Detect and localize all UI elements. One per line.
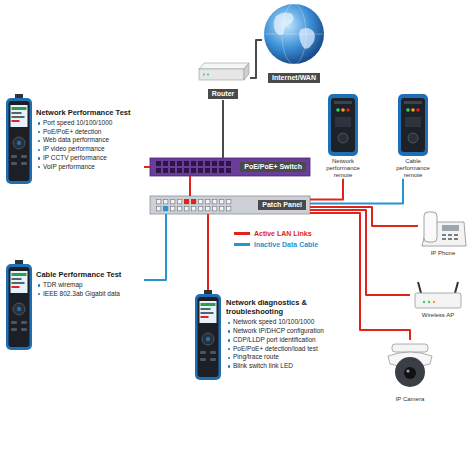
- remote-device: [328, 94, 358, 156]
- illustration-part: [448, 238, 452, 240]
- legend-text: Active LAN Links: [254, 230, 312, 237]
- panel-heading: Network diagnostics & troubleshooting: [226, 298, 352, 317]
- node-label: PoE/PoE+ Switch: [240, 162, 306, 172]
- cable-link: [144, 214, 166, 280]
- illustration-part: [455, 282, 458, 293]
- device-caption: IP Phone: [418, 250, 468, 257]
- illustration-part: [433, 301, 435, 303]
- cable-link: [310, 179, 403, 204]
- illustration-part: [448, 234, 452, 236]
- legend-box: Active LAN LinksInactive Data Cable: [232, 230, 320, 252]
- feature-item: CDP/LLDP port identification: [226, 336, 352, 345]
- illustration-part: [415, 293, 461, 308]
- patch-panel: Patch Panel: [150, 196, 310, 214]
- patch-plug: [191, 199, 196, 204]
- illustration-part: [395, 357, 425, 387]
- switch-ports: [156, 161, 233, 175]
- feature-item: Network IP/DHCP configuration: [226, 327, 352, 336]
- legend-swatch: [234, 243, 250, 246]
- switch-rack: [150, 158, 310, 176]
- illustration-part: [442, 225, 459, 231]
- patch-plug: [184, 199, 189, 204]
- patch-plug: [163, 206, 168, 211]
- patch-panel-rack: [150, 196, 310, 214]
- cable-link: [144, 166, 150, 168]
- legend-row: Active LAN Links: [232, 230, 320, 237]
- feature-item: Port speed 10/100/1000: [36, 119, 144, 128]
- legend-swatch: [234, 232, 250, 235]
- globe-land: [299, 28, 315, 49]
- remote-unit: Network performance remote: [318, 92, 368, 179]
- globe-land: [274, 12, 294, 35]
- illustration-part: [424, 212, 437, 242]
- feature-item: VoIP performance: [36, 163, 144, 172]
- device-caption: Network performance remote: [318, 158, 368, 179]
- illustration-part: [392, 344, 428, 352]
- camera-icon: [388, 344, 432, 387]
- illustration-part: [442, 238, 446, 240]
- cable-link: [189, 176, 191, 196]
- phone-device: IP Phone: [418, 206, 468, 257]
- router-icon: [244, 63, 249, 80]
- tester-device: [195, 290, 221, 380]
- panel-heading: Network Performance Test: [36, 108, 144, 117]
- legend-text: Inactive Data Cable: [254, 241, 318, 248]
- legend-row: Inactive Data Cable: [232, 241, 320, 248]
- test-panel: Network diagnostics & troubleshootingNet…: [192, 290, 352, 382]
- feature-item: PoE/PoE+ detection/load test: [226, 345, 352, 354]
- feature-item: TDR wiremap: [36, 281, 144, 290]
- feature-item: Blink switch link LED: [226, 362, 352, 371]
- cable-link: [222, 100, 224, 158]
- feature-item: Network speed 10/100/1000: [226, 318, 352, 327]
- router-icon: [199, 63, 249, 69]
- tester-device: [6, 260, 32, 350]
- illustration-part: [454, 238, 458, 240]
- internet-globe: Internet/WAN: [262, 3, 326, 84]
- cable-link: [207, 214, 209, 290]
- cable-link: [310, 213, 410, 340]
- node-label: Patch Panel: [258, 200, 306, 210]
- device-caption: IP Camera: [380, 396, 440, 403]
- feature-item: Ping/trace route: [226, 353, 352, 362]
- panel-heading: Cable Performance Test: [36, 270, 144, 279]
- patch-ports: [156, 199, 233, 213]
- illustration-part: [428, 301, 430, 303]
- globe-icon: [264, 4, 324, 64]
- router-box: Router: [196, 60, 250, 100]
- feature-item: IP CCTV performance: [36, 154, 144, 163]
- access-point: Wireless AP: [410, 280, 466, 319]
- feature-item: Web data performance: [36, 136, 144, 145]
- illustration-part: [423, 301, 425, 303]
- globe-grid: [264, 34, 324, 35]
- remote-unit: Cable performance remote: [388, 92, 438, 179]
- tester-device: [6, 94, 32, 184]
- feature-item: IEEE 802.3ab Gigabit data: [36, 290, 144, 299]
- device-caption: Cable performance remote: [388, 158, 438, 179]
- feature-item: IP video performance: [36, 145, 144, 154]
- router-led: [203, 74, 205, 76]
- camera-device: IP Camera: [380, 340, 440, 403]
- illustration-part: [454, 234, 458, 236]
- illustration-part: [442, 234, 446, 236]
- phone-icon: [422, 212, 466, 246]
- access-point-icon: [415, 282, 461, 308]
- feature-item: PoE/PoE+ detection: [36, 128, 144, 137]
- illustration-part: [406, 369, 409, 372]
- router-icon: [199, 69, 244, 80]
- device-caption: Wireless AP: [410, 312, 466, 319]
- cable-link: [310, 179, 343, 200]
- router-led: [207, 74, 209, 76]
- illustration-part: [418, 282, 421, 293]
- node-label: Internet/WAN: [268, 73, 320, 83]
- illustration-part: [404, 367, 416, 379]
- test-panel: Network Performance TestPort speed 10/10…: [4, 96, 144, 186]
- test-panel: Cable Performance TestTDR wiremapIEEE 80…: [4, 262, 144, 350]
- node-label: Router: [208, 89, 239, 99]
- cable-link: [250, 40, 262, 78]
- remote-device: [398, 94, 428, 156]
- switch-rack: PoE/PoE+ Switch: [150, 158, 310, 176]
